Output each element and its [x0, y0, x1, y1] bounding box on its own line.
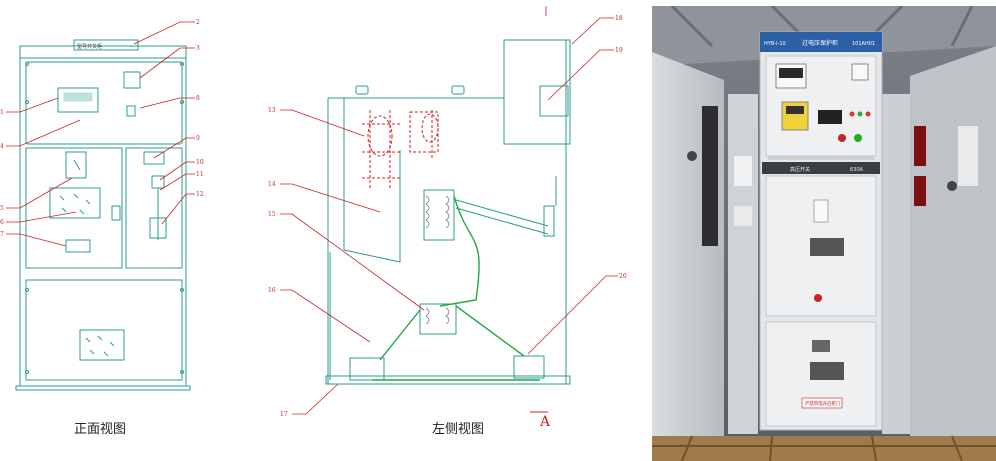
caption-front-view: 正面视图 [74, 422, 127, 437]
current-transformer [349, 357, 385, 381]
callout-7: 7 [0, 231, 4, 238]
selector-switch [126, 105, 136, 117]
callout-10: 10 [196, 159, 204, 166]
callout-12: 12 [196, 191, 204, 198]
lock-indicator [814, 294, 822, 302]
callout-18: 18 [615, 15, 623, 22]
surge-arrester [513, 355, 545, 379]
side-callout-leaders [280, 6, 618, 415]
callout-4: 4 [0, 143, 4, 150]
cabinet-photo: HYB-I-10 过电压保护柜 101AH01 高压开关 630A 严禁带电开启… [652, 6, 996, 461]
front-callout-leaders [6, 21, 195, 247]
callout-13: 13 [268, 107, 276, 114]
callout-6: 6 [0, 219, 4, 226]
callout-9: 9 [196, 135, 200, 142]
middle-label-text: 高压开关 [790, 166, 810, 173]
right-cabinet [910, 46, 996, 452]
voltage-transformer [419, 303, 457, 335]
front-view [15, 39, 191, 391]
lv-compartment [503, 39, 571, 145]
caption-side-view: 左侧视图 [432, 422, 485, 437]
busbar-section [362, 110, 439, 190]
callout-1: 1 [0, 109, 4, 116]
callout-8: 8 [196, 95, 200, 102]
callout-16: 16 [268, 287, 276, 294]
insulator-coils [425, 195, 450, 325]
side-view [325, 39, 571, 385]
breaker [423, 189, 455, 241]
nameplate-frame [73, 39, 139, 51]
section-label: A [540, 414, 551, 430]
callout-2: 2 [196, 19, 200, 26]
callout-14: 14 [268, 181, 276, 188]
callout-15: 15 [268, 211, 276, 218]
operating-handle [65, 239, 91, 253]
warning-text: 严禁带电开启柜门 [805, 400, 840, 407]
meter-box [123, 71, 141, 89]
vent-grille [810, 238, 844, 256]
header-left-text: HYB-I-10 [764, 41, 786, 47]
nameplate-text: 型号开关柜 [77, 43, 102, 50]
middle-right-text: 630A [850, 167, 864, 173]
callout-11: 11 [196, 171, 204, 178]
callout-17: 17 [280, 411, 288, 418]
header-right-text: 101AH01 [852, 41, 875, 47]
header-title-text: 过电压保护柜 [802, 39, 838, 47]
callout-3: 3 [196, 45, 200, 52]
callout-5: 5 [0, 205, 4, 212]
callout-20: 20 [619, 273, 627, 280]
callout-19: 19 [615, 47, 623, 54]
cabinet-header [760, 32, 882, 52]
relay-display [57, 87, 99, 113]
ground-cable [372, 195, 540, 381]
